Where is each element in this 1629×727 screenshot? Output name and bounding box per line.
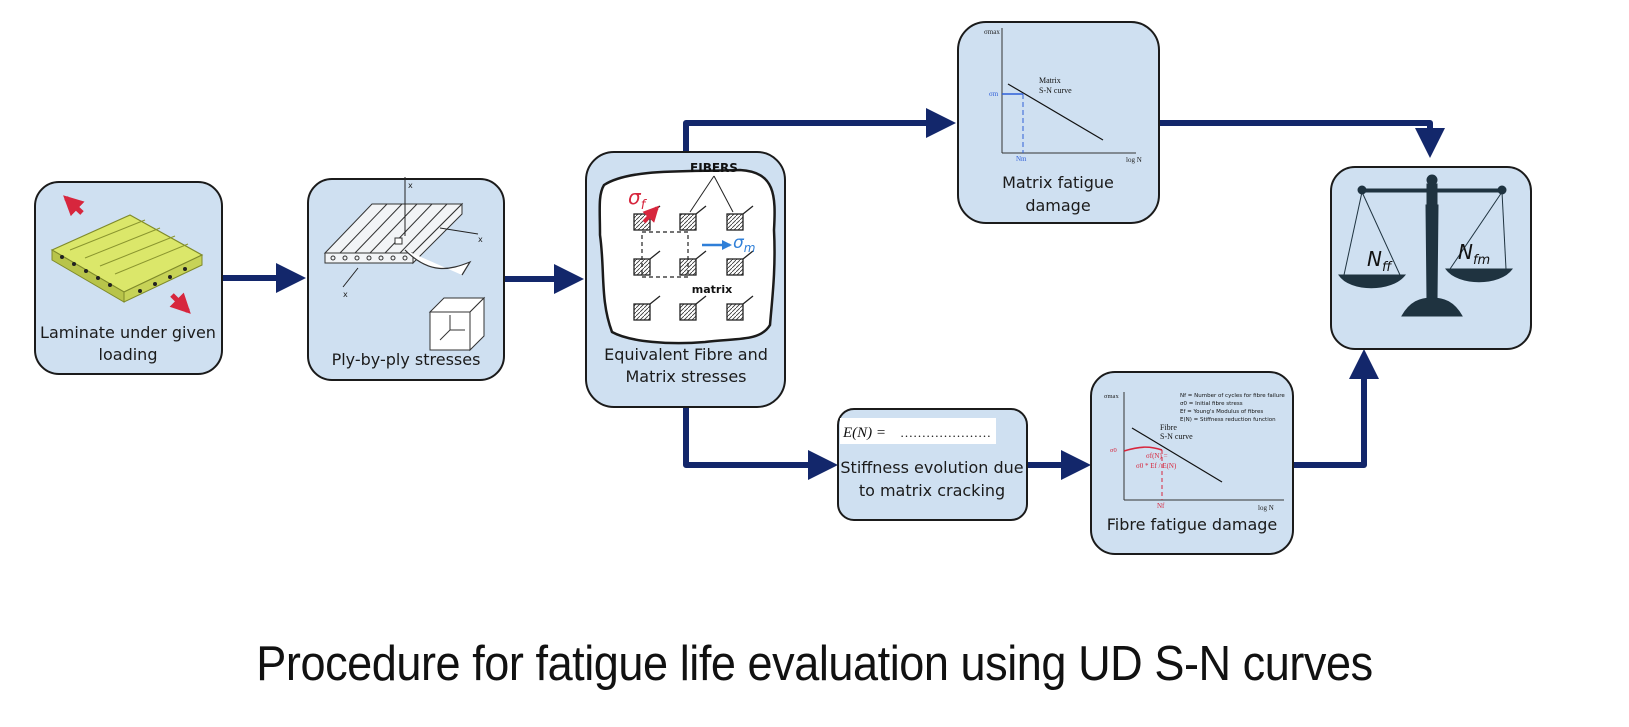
stiffness-label-1: Stiffness evolution due bbox=[840, 458, 1023, 477]
equivalent-box: FIBERS matrix σf σm Equivalent Fibre and… bbox=[585, 151, 786, 408]
matrix-label: matrix bbox=[692, 283, 732, 296]
matrix-y-axis: σmax bbox=[984, 28, 1000, 36]
matrix-sigma-marker: σm bbox=[989, 90, 999, 98]
balance-box: Nff Nfm bbox=[1330, 166, 1532, 350]
matrix-curve-label-1: Matrix bbox=[1039, 76, 1061, 85]
matrix-sn-curve bbox=[1007, 83, 1104, 141]
arrow-equivalent-to-matrix bbox=[683, 108, 956, 152]
balance-scale-icon bbox=[1338, 174, 1513, 317]
matrix-sn-chart bbox=[1001, 28, 1136, 154]
fibre-curve-label-1: Fibre bbox=[1160, 423, 1177, 432]
fibre-legend-line: σ0 = Initial fibre stress bbox=[1180, 401, 1243, 407]
connectors bbox=[222, 108, 1445, 480]
fibre-curve-label-2: S-N curve bbox=[1160, 432, 1193, 441]
ply-box: x x x Ply-by-ply stresses bbox=[307, 177, 505, 381]
matrix-fatigue-box: σmax σm Nm log N Matrix S-N curve Matrix… bbox=[957, 21, 1160, 224]
laminate-box: Laminate under given loading bbox=[34, 181, 223, 375]
right-pan-label: Nfm bbox=[1458, 240, 1490, 268]
fibers-pointer-lines bbox=[689, 175, 734, 213]
load-arrow-top-left bbox=[63, 195, 85, 217]
arrow-fibre-to-balance bbox=[1293, 349, 1379, 468]
sigma-m-label: σm bbox=[733, 233, 755, 255]
ply-zoom-arrow bbox=[404, 249, 472, 276]
matrix-curve-label-2: S-N curve bbox=[1039, 86, 1072, 95]
ply-label: Ply-by-ply stresses bbox=[332, 350, 481, 369]
ply-axes bbox=[342, 177, 479, 288]
equivalent-label-2: Matrix stresses bbox=[626, 367, 747, 386]
matrix-fatigue-label-2: damage bbox=[1025, 196, 1090, 215]
fibre-n-marker: Nf bbox=[1157, 502, 1165, 510]
laminate-label-2: loading bbox=[99, 345, 158, 364]
sigma-f-label: σf bbox=[628, 185, 648, 213]
stress-cube-icon bbox=[428, 296, 486, 352]
unit-cell-dashes bbox=[641, 231, 689, 278]
fibre-y-axis: σmax bbox=[1104, 393, 1119, 400]
fibre-sigma-marker: σ0 bbox=[1110, 447, 1117, 454]
sigma-f-arrow bbox=[642, 205, 660, 224]
fibre-fatigue-label: Fibre fatigue damage bbox=[1107, 515, 1278, 534]
matrix-n-marker: Nm bbox=[1016, 155, 1027, 163]
fibre-sn-curve bbox=[1131, 427, 1223, 483]
stiffness-equation: E(N) = bbox=[842, 425, 886, 441]
fibre-fatigue-box: σmax σ0 Nf log N Fibre S-N curve σf(N) =… bbox=[1090, 371, 1294, 555]
fibre-legend-line: Ef = Young's Modulus of fibres bbox=[1180, 409, 1263, 415]
laminate-plate-icon bbox=[50, 214, 204, 303]
stiffness-label-2: to matrix cracking bbox=[859, 481, 1005, 500]
fibers-label: FIBERS bbox=[690, 161, 738, 175]
fibre-legend-line: Nf = Number of cycles for fibre failure bbox=[1180, 393, 1285, 399]
arrow-equivalent-to-stiffness bbox=[683, 407, 838, 480]
figure-caption: Procedure for fatigue life evaluation us… bbox=[256, 637, 1373, 691]
load-arrow-bottom-right bbox=[169, 292, 191, 314]
left-pan-label: Nff bbox=[1367, 247, 1393, 275]
stiffness-box: E(N) = ………………… Stiffness evolution due t… bbox=[837, 408, 1028, 521]
fibre-formula-2: σ0 * Ef / E(N) bbox=[1136, 462, 1177, 470]
ply-axis-x1: x bbox=[343, 290, 348, 299]
fibre-legend: Nf = Number of cycles for fibre failure … bbox=[1180, 393, 1285, 423]
fibre-formula-1: σf(N) = bbox=[1146, 452, 1168, 460]
equivalent-label-1: Equivalent Fibre and bbox=[604, 345, 768, 364]
matrix-fatigue-label-1: Matrix fatigue bbox=[1002, 173, 1114, 192]
laminate-label-1: Laminate under given bbox=[40, 323, 216, 342]
ply-laminate-sketch bbox=[323, 202, 464, 265]
ply-axis-x3: x bbox=[408, 181, 413, 190]
matrix-x-axis: log N bbox=[1126, 156, 1142, 164]
ply-axis-x2: x bbox=[478, 235, 483, 244]
stiffness-dots: ………………… bbox=[900, 425, 991, 440]
equation-field bbox=[840, 418, 996, 444]
fibre-x-axis: log N bbox=[1258, 504, 1274, 512]
arrow-matrix-to-balance bbox=[1160, 120, 1445, 158]
fibre-legend-line: E(N) = Stiffness reduction function bbox=[1180, 417, 1276, 423]
fibre-sn-chart bbox=[1123, 392, 1284, 501]
